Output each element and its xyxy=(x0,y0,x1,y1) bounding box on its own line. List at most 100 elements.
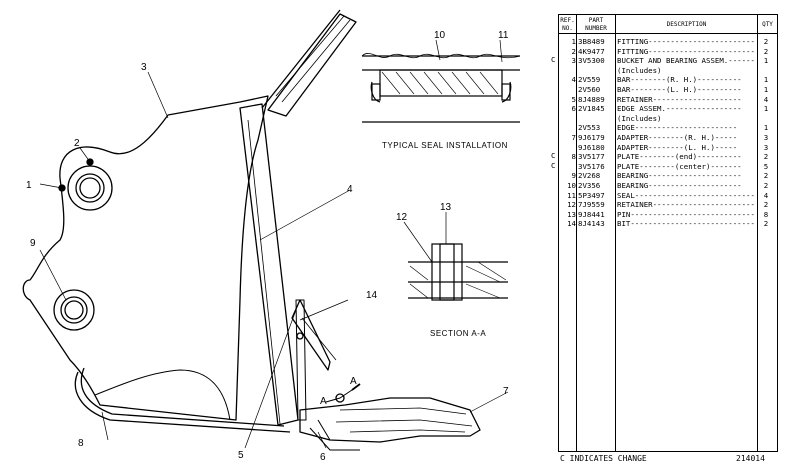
header-ref: REF. NO. xyxy=(560,17,575,32)
cell-pn: 3V5300 xyxy=(578,56,605,66)
cell-pn: 3V5177 xyxy=(578,152,605,162)
callout-14: 14 xyxy=(366,290,378,301)
cell-ref: 12 xyxy=(567,200,576,210)
cell-ref: 6 xyxy=(571,104,576,114)
lower-pivot-boss xyxy=(53,289,95,331)
cell-ref: 10 xyxy=(567,181,576,190)
cell-pn: 8J4889 xyxy=(578,94,605,104)
section-mark-left: A xyxy=(320,396,327,407)
cell-ref: 14 xyxy=(567,219,576,229)
cell-pn: 9J6179 xyxy=(578,133,605,142)
cell-ref: 5 xyxy=(571,94,576,104)
cell-pn: 2V553 xyxy=(578,123,601,133)
header-qty: QTY xyxy=(762,21,773,28)
table-row: 2V560 BAR--------(L. H.)----------1 xyxy=(559,85,777,95)
cell-ref: 9 xyxy=(571,171,576,181)
callout-4: 4 xyxy=(347,184,353,195)
cell-desc: BAR--------(R. H.)---------- xyxy=(617,75,742,85)
callout-1: 1 xyxy=(26,180,32,191)
caption-seal-installation: TYPICAL SEAL INSTALLATION xyxy=(382,141,508,150)
cell-desc: BIT----------------------------- xyxy=(617,219,755,229)
cell-ref: 3 xyxy=(571,56,576,66)
cell-qty: 3 xyxy=(763,133,769,142)
cell-pn: 2V356 xyxy=(578,181,601,190)
cell-desc: SEAL---------------------------- xyxy=(617,190,755,200)
header-part-number: PART NUMBER xyxy=(585,17,607,32)
bucket-exploded-drawing: 1 2 3 4 5 6 7 8 9 10 11 12 13 14 A A TYP… xyxy=(22,9,521,463)
cell-ref: 2 xyxy=(571,46,576,56)
cell-desc: FITTING--------------------------- xyxy=(617,46,755,56)
section-a-a-detail xyxy=(403,212,508,301)
cell-qty: 1 xyxy=(763,123,769,133)
table-row: 2V553 EDGE----------------------- 1 xyxy=(559,123,777,133)
cell-qty: 2 xyxy=(763,37,769,46)
cell-ref: 8 xyxy=(571,152,576,162)
cell-pn: 7J9559 xyxy=(578,200,605,210)
cell-qty: 2 xyxy=(763,46,769,56)
cell-qty: 1 xyxy=(763,104,769,114)
cell-desc: (Includes) xyxy=(617,65,662,75)
cell-pn: 2V560 xyxy=(578,85,601,94)
cell-pn: 3V5176 xyxy=(578,161,605,171)
cell-desc: PLATE--------(center)------- xyxy=(617,161,742,171)
table-row: (Includes) xyxy=(559,66,777,76)
cell-qty: 1 xyxy=(763,56,769,66)
cell-desc: BEARING--------------------- xyxy=(617,171,742,181)
upper-pivot-boss xyxy=(67,165,113,211)
cell-pn: 9J6180 xyxy=(578,142,605,152)
callout-10: 10 xyxy=(434,30,446,41)
cell-desc: PLATE--------(end)---------- xyxy=(617,152,742,162)
callout-13: 13 xyxy=(440,202,452,213)
header-description: DESCRIPTION xyxy=(666,21,707,28)
callout-labels: 1 2 3 4 5 6 7 8 9 10 11 12 13 14 A A xyxy=(26,30,509,463)
callout-8: 8 xyxy=(78,438,84,449)
table-row: 3V5176 PLATE--------(center)-------5 xyxy=(559,162,777,172)
cell-desc: (Includes) xyxy=(617,113,662,123)
callout-12: 12 xyxy=(396,212,408,223)
callout-9: 9 xyxy=(30,238,36,249)
section-mark-right: A xyxy=(350,376,357,387)
callout-11: 11 xyxy=(498,30,509,41)
table-row: 9J6180 ADAPTER--------(L. H.)-----3 xyxy=(559,143,777,153)
change-marker: C xyxy=(551,151,556,161)
cell-ref: 7 xyxy=(571,133,576,142)
cell-qty: 4 xyxy=(763,94,769,104)
caption-section-a-a: SECTION A-A xyxy=(430,329,486,338)
cell-desc: BEARING--------------------- xyxy=(617,181,742,190)
callout-3: 3 xyxy=(141,62,147,73)
cell-desc: BAR--------(L. H.)---------- xyxy=(617,85,742,94)
cell-pn: 5P3497 xyxy=(578,190,605,200)
change-indicator-note: C INDICATES CHANGE xyxy=(560,454,647,463)
cell-pn: 3B8489 xyxy=(578,37,605,46)
cell-qty: 2 xyxy=(763,152,769,162)
cell-pn: 4K9477 xyxy=(578,46,605,56)
cell-qty: 2 xyxy=(763,171,769,181)
illustration-code: 214014 xyxy=(736,454,765,463)
cell-pn: 2V559 xyxy=(578,75,601,85)
callout-6: 6 xyxy=(320,452,326,463)
bucket-side-plate xyxy=(22,95,269,421)
seal-installation-detail xyxy=(361,39,521,123)
cell-desc: ADAPTER--------(R. H.)----- xyxy=(617,133,738,142)
cell-desc: EDGE----------------------- xyxy=(617,123,738,133)
cell-qty: 2 xyxy=(763,181,769,190)
bit-tooth xyxy=(291,299,331,371)
cell-pn: 2V1845 xyxy=(578,104,605,114)
cell-ref: 13 xyxy=(567,209,576,219)
cell-desc: RETAINER------------------------ xyxy=(617,200,755,210)
cell-qty: 8 xyxy=(763,209,769,219)
cell-desc: BUCKET AND BEARING ASSEM.------ xyxy=(617,56,755,66)
